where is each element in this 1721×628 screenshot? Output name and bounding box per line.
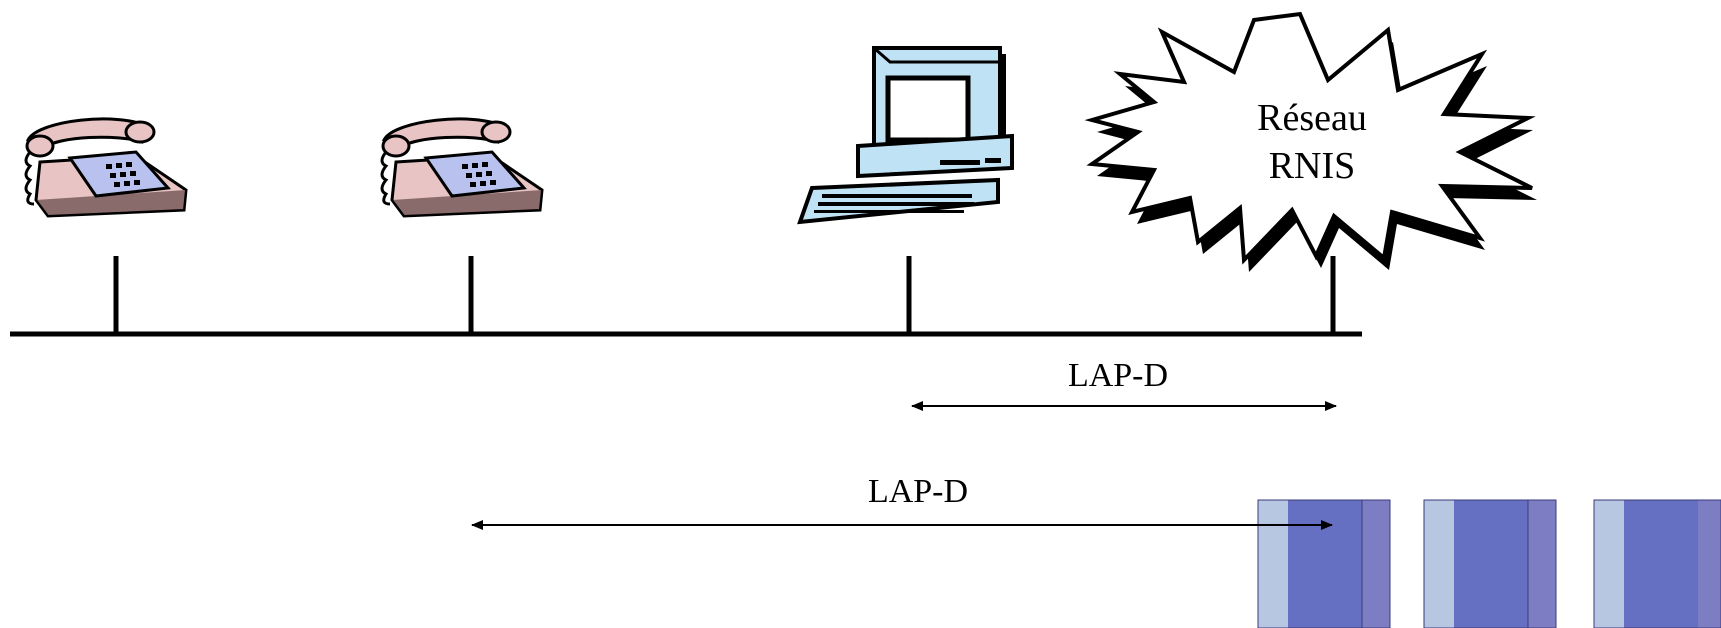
link-computer-network: LAP-D bbox=[911, 357, 1337, 411]
cloud-label-line2: RNIS bbox=[1269, 145, 1356, 187]
isdn-network-cloud: Réseau RNIS bbox=[1084, 11, 1537, 272]
link-label: LAP-D bbox=[868, 473, 968, 510]
link-telephone-network: LAP-D bbox=[471, 473, 1333, 530]
tile bbox=[1593, 499, 1721, 628]
tile bbox=[1257, 499, 1391, 628]
telephone-icon bbox=[380, 117, 544, 218]
isdn-bus bbox=[10, 256, 1362, 337]
cloud-label-line1: Réseau bbox=[1257, 97, 1367, 139]
link-label: LAP-D bbox=[1068, 357, 1168, 394]
tile bbox=[1423, 499, 1557, 628]
decorative-tiles bbox=[1257, 499, 1721, 628]
computer-icon bbox=[797, 46, 1014, 225]
telephone-icon bbox=[24, 117, 188, 218]
